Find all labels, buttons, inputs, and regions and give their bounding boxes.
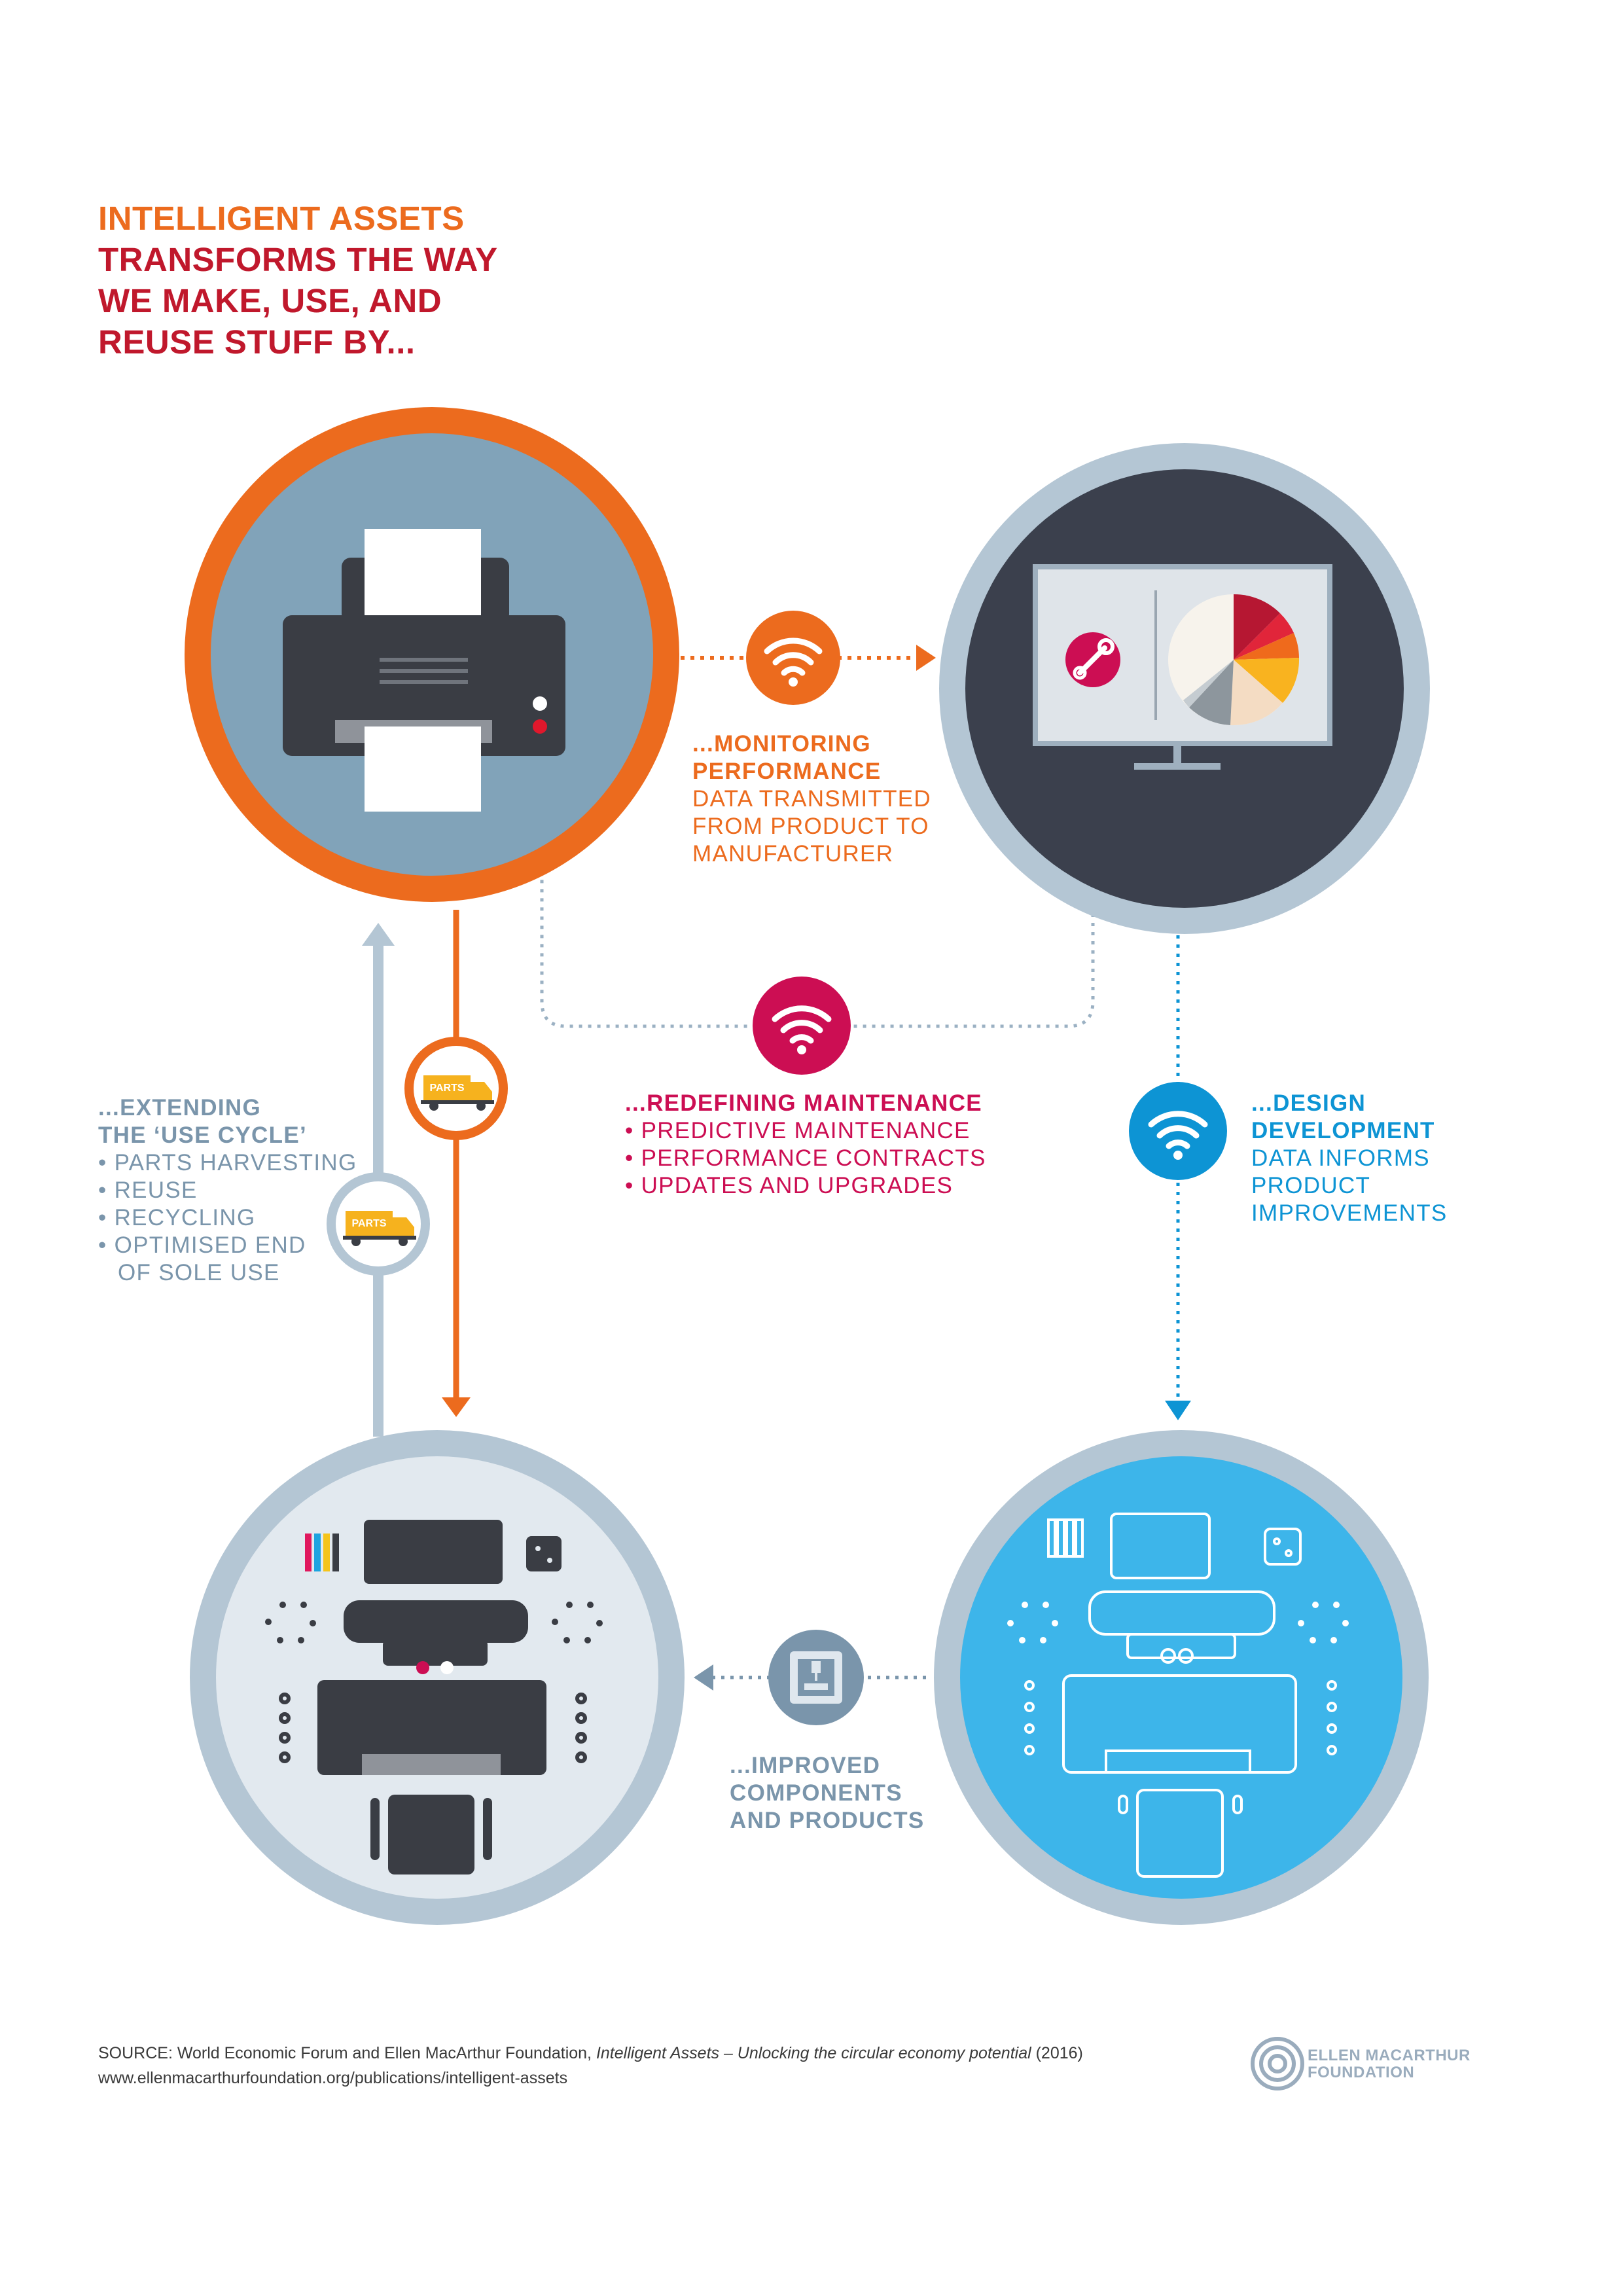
source-year: (2016) [1031,2044,1083,2062]
monitoring-line-3: MANUFACTURER [692,841,894,867]
source-title: Intelligent Assets – Unlocking the circu… [596,2044,1031,2062]
arrow-down-icon [1165,1401,1191,1420]
arrow-right-icon [916,645,936,671]
title-line-1: INTELLIGENT ASSETS [98,200,465,237]
extending-item-3: • RECYCLING [98,1205,256,1230]
3d-printer-icon [790,1651,842,1704]
monitoring-line-2: FROM PRODUCT TO [692,814,929,839]
logo-line-2: FOUNDATION [1308,2064,1415,2081]
arrow-left-icon [694,1664,713,1691]
title-line-2: TRANSFORMS THE WAY [98,241,498,278]
design-line-2: PRODUCT [1251,1173,1371,1198]
extending-heading-2: THE ‘USE CYCLE’ [98,1122,307,1148]
wifi-badge-design [1129,1082,1227,1180]
truck-icon: PARTS [421,1075,494,1111]
source-line: SOURCE: World Economic Forum and Ellen M… [98,2041,1083,2066]
maintenance-heading: ...REDEFINING MAINTENANCE [625,1090,982,1116]
monitoring-heading-1: ...MONITORING [692,731,871,757]
design-line-3: IMPROVEMENTS [1251,1200,1448,1226]
disassembled-printer-icon [265,1520,603,1874]
extending-item-4-cont: OF SOLE USE [118,1260,280,1285]
improved-line-1: ...IMPROVED [730,1753,881,1778]
monitoring-heading-2: PERFORMANCE [692,759,882,784]
design-heading-1: ...DESIGN [1251,1090,1366,1116]
printer-circle [185,407,679,902]
arrow-down-orange-icon [442,1397,471,1417]
truck-label: PARTS [351,1218,386,1229]
redesigned-printer-icon [1024,1513,1337,1878]
extending-item-4: • OPTIMISED END [98,1232,306,1258]
logo-line-1: ELLEN MACARTHUR [1308,2047,1471,2064]
truck-badge-grey: PARTS [327,1172,430,1276]
wifi-icon [1148,1111,1208,1149]
improved-label: ...IMPROVED COMPONENTS AND PRODUCTS [730,1752,925,1835]
extending-item-1: • PARTS HARVESTING [98,1150,357,1175]
design-label: ...DESIGN DEVELOPMENT DATA INFORMS PRODU… [1251,1090,1448,1227]
source-citation: SOURCE: World Economic Forum and Ellen M… [98,2041,1083,2090]
wifi-badge-monitoring [746,611,840,705]
maintenance-label: ...REDEFINING MAINTENANCE • PREDICTIVE M… [625,1090,986,1200]
foundation-logo-icon [1251,2037,1304,2090]
source-url[interactable]: www.ellenmacarthurfoundation.org/publica… [98,2069,568,2087]
title-line-4: REUSE STUFF BY... [98,323,416,361]
redesigned-printer-circle [934,1430,1429,1925]
wifi-icon [764,637,823,676]
truck-icon: PARTS [343,1211,416,1246]
improved-line-3: AND PRODUCTS [730,1808,925,1833]
source-prefix: SOURCE: World Economic Forum and Ellen M… [98,2044,596,2062]
maintenance-item-1: • PREDICTIVE MAINTENANCE [625,1118,971,1143]
disassembled-printer-circle [190,1430,685,1925]
improved-line-2: COMPONENTS [730,1780,902,1806]
truck-label: PARTS [429,1083,464,1094]
ink-cartridges-icon [305,1534,339,1571]
extending-heading-1: ...EXTENDING [98,1095,261,1121]
monitoring-label: ...MONITORING PERFORMANCE DATA TRANSMITT… [692,730,931,868]
extending-item-2: • REUSE [98,1177,198,1203]
title-line-3: WE MAKE, USE, AND [98,282,442,319]
monitor-circle [939,443,1430,934]
page-title: INTELLIGENT ASSETS TRANSFORMS THE WAY WE… [98,198,498,363]
wifi-icon [772,1005,832,1044]
truck-badge-orange: PARTS [404,1037,508,1140]
foundation-logo: ELLEN MACARTHUR FOUNDATION [1308,2047,1471,2081]
wifi-badge-maintenance [753,977,851,1075]
printer-icon [283,529,565,812]
pie-chart-icon [1168,594,1300,726]
monitor-icon [1033,564,1332,770]
extending-label: ...EXTENDING THE ‘USE CYCLE’ • PARTS HAR… [98,1094,357,1287]
monitoring-line-1: DATA TRANSMITTED [692,786,931,812]
3d-printer-badge [768,1630,864,1725]
arrow-up-grey-icon [362,923,395,946]
maintenance-item-2: • PERFORMANCE CONTRACTS [625,1145,986,1171]
design-line-1: DATA INFORMS [1251,1145,1430,1171]
design-heading-2: DEVELOPMENT [1251,1118,1435,1143]
maintenance-item-3: • UPDATES AND UPGRADES [625,1173,954,1198]
